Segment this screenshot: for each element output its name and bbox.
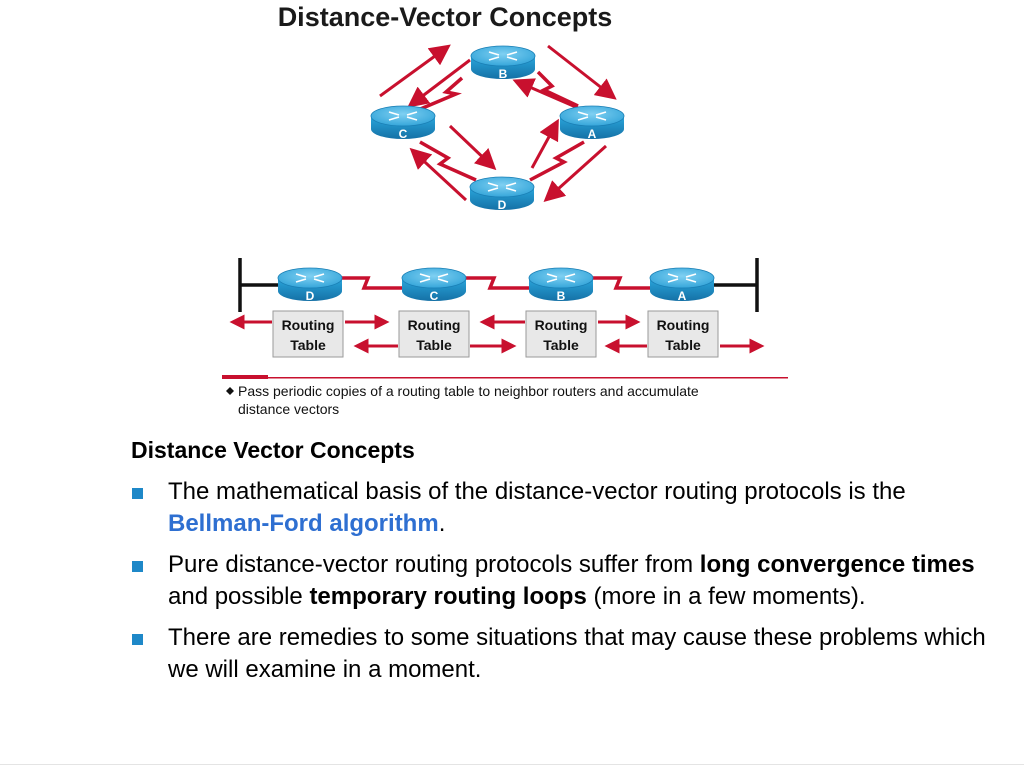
- bullet2-text-a: Pure distance-vector routing protocols s…: [168, 551, 700, 578]
- chain-router-c: C: [401, 267, 467, 303]
- link-c-b: [466, 276, 530, 290]
- bullet1-text-b: .: [438, 510, 446, 537]
- routing-table-line1: Routing: [282, 317, 335, 333]
- router-label: D: [306, 289, 315, 303]
- chain-router-d: D: [277, 267, 343, 303]
- router-a: A: [559, 105, 625, 141]
- routing-table-d: Routing Table: [272, 310, 344, 358]
- routing-table-line1: Routing: [408, 317, 461, 333]
- router-label: A: [678, 289, 687, 303]
- routing-table-line2: Table: [543, 337, 579, 353]
- arrow-d-to-c: [409, 147, 468, 202]
- link-b-a: [592, 276, 654, 290]
- bullet-item: There are remedies to some situations th…: [131, 622, 991, 686]
- figure-title: Distance-Vector Concepts: [278, 2, 613, 32]
- arrow-b-to-c: [407, 58, 471, 108]
- routing-table-b: Routing Table: [525, 310, 597, 358]
- table-exchange-arrows: [229, 314, 765, 354]
- bellman-ford-highlight: Bellman-Ford algorithm: [168, 510, 439, 537]
- bullet-item: Pure distance-vector routing protocols s…: [131, 549, 991, 613]
- figure-caption-line1: Pass periodic copies of a routing table …: [238, 383, 699, 399]
- bullet2-text-b: and possible: [168, 583, 310, 610]
- bullet2-text-c: (more in a few moments).: [586, 583, 866, 610]
- router-label: A: [588, 127, 597, 141]
- router-c: C: [370, 105, 436, 141]
- link-d-c: [340, 276, 404, 290]
- bullet-item: The mathematical basis of the distance-v…: [131, 476, 991, 540]
- routing-table-line1: Routing: [535, 317, 588, 333]
- router-label: B: [557, 289, 566, 303]
- mesh-arrows: [379, 44, 617, 203]
- routing-table-line2: Table: [290, 337, 326, 353]
- long-convergence-emphasis: long convergence times: [699, 551, 975, 578]
- router-label: C: [430, 289, 439, 303]
- chain-links: [340, 276, 654, 290]
- mesh-links: [417, 70, 585, 182]
- router-label: B: [499, 67, 508, 81]
- arrow-a-to-b: [512, 78, 579, 110]
- arrow-c-to-d: [448, 124, 497, 171]
- arrow-a-to-d: [543, 144, 608, 203]
- router-b: B: [470, 45, 536, 81]
- routing-table-a: Routing Table: [647, 310, 719, 358]
- routing-table-c: Routing Table: [398, 310, 470, 358]
- distance-vector-figure: Distance-Vector Concepts B C: [222, 2, 788, 417]
- routing-loops-emphasis: temporary routing loops: [309, 583, 587, 610]
- routing-table-line2: Table: [665, 337, 701, 353]
- arrow-d-to-a: [530, 118, 559, 169]
- bullet-list: The mathematical basis of the distance-v…: [131, 476, 991, 686]
- footer-divider: [0, 764, 1024, 765]
- caption-bullet-icon: [226, 387, 234, 395]
- bullet3-text: There are remedies to some situations th…: [168, 624, 986, 683]
- arrow-b-to-a: [547, 44, 617, 100]
- arrow-c-to-b: [379, 44, 451, 98]
- link-a-d: [529, 140, 585, 182]
- bullet-square-icon: [132, 488, 143, 499]
- chain-end-bars: [238, 258, 759, 312]
- caption-rule: [222, 377, 788, 379]
- link-c-d: [419, 140, 477, 182]
- router-label: C: [399, 127, 408, 141]
- chain-router-b: B: [528, 267, 594, 303]
- bullet-square-icon: [132, 561, 143, 572]
- link-b-a: [536, 70, 579, 108]
- figure-caption-line2: distance vectors: [238, 401, 339, 417]
- link-b-c: [417, 76, 464, 112]
- router-label: D: [498, 198, 507, 212]
- routing-table-line2: Table: [416, 337, 452, 353]
- notes-heading: Distance Vector Concepts: [131, 437, 415, 463]
- bullet-square-icon: [132, 634, 143, 645]
- routing-table-line1: Routing: [657, 317, 710, 333]
- bullet1-text-a: The mathematical basis of the distance-v…: [168, 478, 906, 505]
- router-d: D: [469, 176, 535, 212]
- chain-router-a: A: [649, 267, 715, 303]
- slide-notes: Distance Vector Concepts The mathematica…: [131, 434, 991, 695]
